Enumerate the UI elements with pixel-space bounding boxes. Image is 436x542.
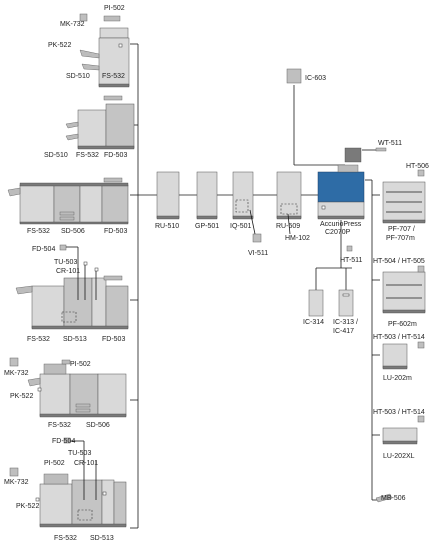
- label-hm102: HM-102: [285, 235, 310, 242]
- label-fs532-3: FS-532: [27, 228, 50, 235]
- label-sd513-6: SD-513: [90, 535, 114, 542]
- label-mk732-6: MK-732: [4, 479, 29, 486]
- label-gp501: GP-501: [195, 223, 219, 230]
- label-fd503-4: FD-503: [102, 336, 125, 343]
- label-fd504-6: FD-504: [52, 438, 75, 445]
- label-fd504-4: FD-504: [32, 246, 55, 253]
- label-ic314: IC-314: [303, 319, 324, 326]
- paper-feeders: [375, 169, 426, 503]
- label-mk732-5: MK-732: [4, 370, 29, 377]
- finisher-config-3: [7, 177, 129, 225]
- label-cr101-6: CR-101: [74, 460, 98, 467]
- finisher-config-4: [15, 244, 129, 330]
- label-ht503-2: HT-503 / HT-514: [373, 409, 425, 416]
- label-fd503-2: FD-503: [104, 152, 127, 159]
- label-fs532-6: FS-532: [54, 535, 77, 542]
- label-wt511: WT-511: [378, 140, 402, 147]
- labels: PI-502 MK-732 PK-522 SD-510 FS-532 SD-51…: [4, 5, 429, 542]
- label-fs532-5: FS-532: [48, 422, 71, 429]
- label-pk522-1: PK-522: [48, 42, 71, 49]
- label-pi502-5: PI-502: [70, 361, 91, 368]
- label-vi511: VI-511: [248, 250, 268, 257]
- label-mb506: MB-506: [381, 495, 406, 502]
- label-tu503-4: TU-503: [54, 259, 77, 266]
- label-sd506-3: SD-506: [61, 228, 85, 235]
- finisher-config-2: [65, 95, 135, 150]
- label-fs532-1: FS-532: [102, 73, 125, 80]
- finisher-config-6: [9, 437, 127, 528]
- connector-lines: [130, 43, 380, 529]
- label-pf707-2: PF-707m: [386, 235, 415, 242]
- label-ht504: HT-504 / HT-505: [373, 258, 425, 265]
- label-press-1: AccurioPress: [320, 221, 362, 228]
- label-tu503-6: TU-503: [68, 450, 91, 457]
- label-pi502-1: PI-502: [104, 5, 125, 12]
- label-sd506-5: SD-506: [86, 422, 110, 429]
- label-ic313-1: IC-313 /: [333, 319, 358, 326]
- label-press-2: C2070P: [325, 229, 351, 236]
- label-sd510-2: SD-510: [44, 152, 68, 159]
- label-fs532-4: FS-532: [27, 336, 50, 343]
- label-ht506: HT-506: [406, 163, 429, 170]
- label-ru510: RU-510: [155, 223, 179, 230]
- label-ht503-1: HT-503 / HT-514: [373, 334, 425, 341]
- label-ru509: RU-509: [276, 223, 300, 230]
- label-ic313-2: IC-417: [333, 328, 354, 335]
- label-cr101-4: CR-101: [56, 268, 80, 275]
- label-ic603: IC-603: [305, 75, 326, 82]
- label-pk522-5: PK-522: [10, 393, 33, 400]
- label-fs532-2: FS-532: [76, 152, 99, 159]
- finisher-config-5: [9, 357, 127, 418]
- label-sd513-4: SD-513: [63, 336, 87, 343]
- finisher-config-1: [79, 13, 130, 88]
- label-sd510-1: SD-510: [66, 73, 90, 80]
- label-pk522-6: PK-522: [16, 503, 39, 510]
- label-pf602: PF-602m: [388, 321, 417, 328]
- label-iq501: IQ-501: [230, 223, 252, 230]
- label-pf707-1: PF-707 /: [388, 226, 415, 233]
- label-mk732-1: MK-732: [60, 21, 85, 28]
- center-modules: [156, 68, 387, 317]
- label-ht511: HT-511: [340, 257, 363, 264]
- label-fd503-3: FD-503: [104, 228, 127, 235]
- label-lu202xl: LU-202XL: [383, 453, 415, 460]
- label-lu202m: LU-202m: [383, 375, 412, 382]
- label-pi502-6: PI-502: [44, 460, 65, 467]
